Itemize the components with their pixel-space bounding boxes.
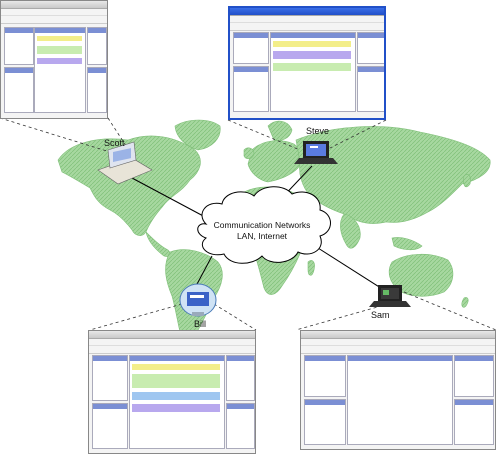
continent-indonesia — [391, 237, 423, 251]
pane-chat — [454, 355, 494, 397]
pane-editor — [129, 355, 225, 449]
pane-editor — [34, 27, 86, 113]
user-label-sam: Sam — [371, 310, 390, 320]
window-menubar — [301, 339, 495, 346]
continent-north-america — [57, 135, 201, 236]
cloud-caption: Communication Networks LAN, Internet — [212, 220, 312, 242]
continent-uk — [243, 147, 255, 160]
cloud-caption-line1: Communication Networks — [213, 220, 311, 230]
continent-madagascar — [307, 260, 315, 276]
window-titlebar — [301, 331, 495, 339]
screenshot-steve — [228, 6, 386, 120]
screenshot-bill — [88, 330, 256, 454]
pane-users — [92, 403, 128, 449]
pane-files — [304, 355, 346, 397]
pane-chat — [87, 27, 107, 65]
pane-files — [92, 355, 128, 401]
pane-roster — [454, 399, 494, 445]
window-titlebar — [1, 1, 107, 9]
window-toolbar — [89, 346, 255, 354]
continent-japan — [463, 174, 471, 188]
network-cloud — [197, 186, 331, 264]
continent-europe — [247, 140, 302, 183]
cloud-caption-line2: LAN, Internet — [236, 231, 288, 241]
laptop-icon — [369, 285, 411, 307]
computer-icon — [97, 141, 153, 185]
pane-roster — [87, 67, 107, 113]
pane-users — [233, 66, 269, 112]
user-label-bill: Bill — [194, 319, 207, 329]
continent-greenland — [174, 119, 221, 151]
pane-editor — [270, 32, 356, 112]
pane-editor — [347, 355, 453, 445]
user-label-scott: Scott — [104, 138, 125, 148]
laptop-icon — [294, 141, 338, 164]
screen-connectors — [0, 117, 497, 331]
screenshot-scott — [0, 0, 108, 119]
continent-scandinavia — [267, 120, 293, 141]
pane-roster — [357, 66, 384, 112]
pane-files — [4, 27, 34, 65]
window-toolbar — [1, 16, 107, 24]
pane-files — [233, 32, 269, 64]
continent-australia — [388, 253, 454, 297]
continent-india — [340, 213, 361, 249]
window-menubar — [230, 16, 384, 23]
pane-chat — [357, 32, 384, 64]
pane-roster — [226, 403, 255, 449]
user-label-steve: Steve — [306, 126, 330, 136]
window-toolbar — [301, 346, 495, 354]
pane-chat — [226, 355, 255, 401]
window-toolbar — [230, 23, 384, 31]
screenshot-sam — [300, 330, 496, 450]
window-menubar — [89, 339, 255, 346]
pane-users — [304, 399, 346, 445]
window-titlebar — [89, 331, 255, 339]
pane-users — [4, 67, 34, 113]
continent-new-zealand — [461, 297, 469, 308]
continent-central-america — [145, 231, 171, 257]
computer-icon — [179, 283, 217, 317]
window-menubar — [1, 9, 107, 16]
window-titlebar — [230, 8, 384, 16]
